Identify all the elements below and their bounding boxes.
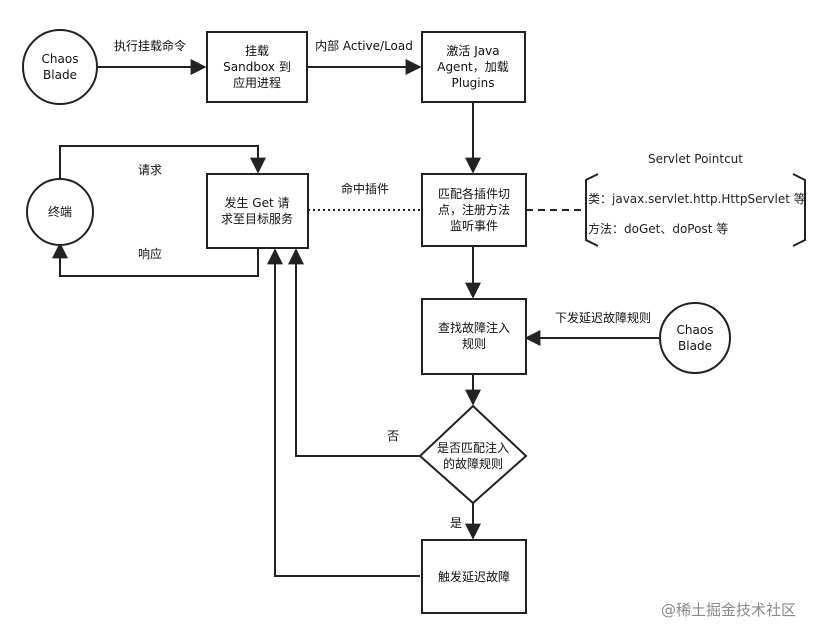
watermark: @稀土掘金技术社区 [661,601,796,619]
pointcut-right-bracket [792,173,806,247]
node-label-decision-line-1: 是否匹配注入 [437,440,509,455]
node-label-chaosblade-top-line-1: Chaos [42,52,79,66]
node-label-activate-line-1: 激活 Java [446,44,499,58]
node-send-get [206,173,309,249]
node-activate [421,31,526,103]
edge-label-yes: 是 [450,516,462,530]
edge-label-deliver-rule: 下发延迟故障规则 [555,310,651,325]
node-label-mount-line-2: Sandbox 到 [223,60,291,74]
node-label-mount-line-3: 应用进程 [233,75,281,90]
node-label-mount-line-1: 挂载 [245,44,269,58]
edge-label-active-load: 内部 Active/Load [315,38,413,53]
node-find-rule [421,298,527,375]
node-label-find-rule-line-2: 规则 [462,336,486,351]
pointcut-left-bracket [585,173,599,247]
edge-label-no: 否 [387,429,399,443]
edge-response [52,242,259,277]
node-label-match-plugin-line-1: 匹配各插件切 [438,186,510,201]
node-chaosblade-right [659,302,731,374]
node-label-activate-line-2: Agent，加载 [437,60,509,74]
node-mount [206,31,308,103]
node-label-match-plugin-line-2: 点，注册方法 [438,202,510,217]
edge-no [288,248,420,457]
edge-label-hit-plugin: 命中插件 [341,181,389,196]
node-decision [418,404,528,505]
node-label-send-get-line-2: 求至目标服务 [221,211,293,226]
node-label-chaosblade-right-line-2: Blade [678,339,712,353]
node-label-send-get-line-1: 发生 Get 请 [224,195,289,210]
node-label-match-plugin-line-3: 监听事件 [450,219,498,233]
edge-label-request: 请求 [138,163,162,177]
node-label-find-rule-line-1: 查找故障注入 [438,320,510,335]
edge-request [59,145,266,180]
node-trigger [421,539,527,614]
node-label-chaosblade-right-line-1: Chaos [677,323,714,337]
node-label-activate-line-3: Plugins [452,76,495,90]
pointcut-title: Servlet Pointcut [648,152,743,166]
node-terminal [26,178,94,246]
pointcut-method-line: 方法：doGet、doPost 等 [588,221,728,236]
pointcut-class-line: 类：javax.servlet.http.HttpServlet 等 [588,192,806,206]
node-label-trigger-line-1: 触发延迟故障 [438,569,510,584]
node-chaosblade-top [22,29,98,105]
edge-label-response: 响应 [138,246,162,261]
edge-trigger-to-send [267,248,420,577]
node-label-terminal-line-1: 终端 [48,204,72,219]
node-label-decision-line-2: 的故障规则 [443,456,503,471]
node-match-plugin [421,173,527,247]
edge-label-exec-cmd: 执行挂载命令 [114,38,186,53]
node-label-chaosblade-top-line-2: Blade [43,68,77,82]
